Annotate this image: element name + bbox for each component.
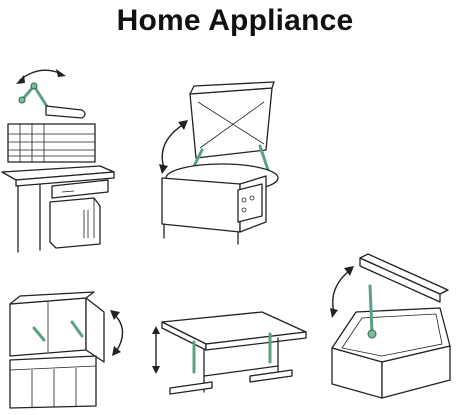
cupboard-door-illustration (4, 290, 134, 410)
cupboard-door-icon (9, 291, 124, 409)
storage-box-lid-illustration (320, 252, 466, 402)
lift-table-illustration (150, 296, 310, 406)
workbench-lamp-icon (1, 69, 115, 253)
lift-lid-cabinet-icon (159, 81, 279, 245)
page-title: Home Appliance (116, 4, 354, 37)
lift-table-icon (152, 311, 307, 395)
workbench-lamp-illustration (0, 62, 120, 257)
storage-box-lid-icon (330, 253, 451, 399)
lift-lid-cabinet-illustration (140, 78, 290, 248)
